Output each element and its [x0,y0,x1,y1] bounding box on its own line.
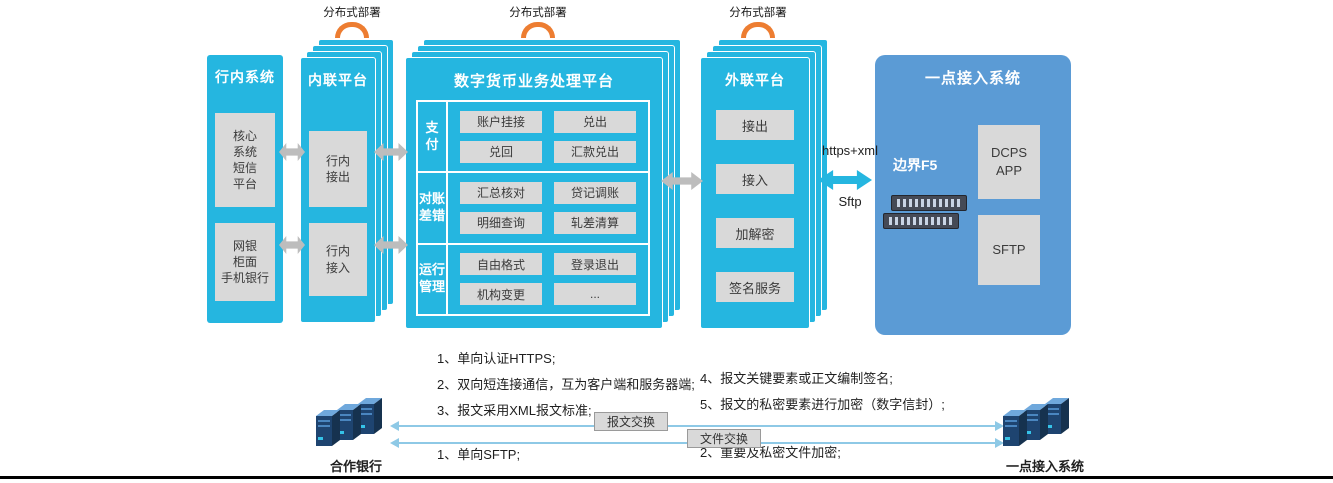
payment-section: 支 付 账户挂接 兑出 兑回 汇款兑出 [418,102,648,174]
feature-button: ... [554,283,636,306]
dcp-platform-title: 数字货币业务处理平台 [453,73,614,90]
message-exchange-arrow [390,421,1004,431]
bank-system-panel: 行内系统 核心 系统 短信 平台 网银 柜面 手机银行 [207,55,283,323]
https-xml-label: https+xml [822,143,878,158]
access-system-title: 一点接入系统 [924,70,1021,87]
deploy-group-internal: 分布式部署 [317,4,387,38]
operation-section: 运行 管理 自由格式 登录退出 机构变更 ... [418,244,648,314]
https-sftp-arrow [818,170,872,190]
deploy-handle-icon [335,22,369,38]
bottom-divider [0,476,1333,479]
internal-platform-panel: 内联平台 行内 接出 行内 接入 [300,39,394,323]
bank-system-title: 行内系统 [215,69,275,85]
feature-button: 汇款兑出 [554,140,636,163]
flow-arrow [661,172,703,190]
payment-section-label: 支 付 [418,102,448,172]
server-cluster-icon [316,398,394,459]
feature-button: 机构变更 [460,283,542,306]
deploy-label: 分布式部署 [729,7,787,19]
dcp-platform-panel: 数字货币业务处理平台 支 付 账户挂接 兑出 兑回 汇款兑出 对账 差错 汇总核… [405,39,681,329]
feature-button: 贷记调账 [554,181,636,204]
notes-left: 1、单向认证HTTPS; 2、双向短连接通信，互为客户端和服务器端; 3、报文采… [437,346,695,424]
flow-arrow [279,236,305,254]
message-exchange-label: 报文交换 [594,412,668,431]
sftp-label: Sftp [838,194,862,209]
feature-button: 兑回 [460,140,542,163]
core-system-box: 核心 系统 短信 平台 [215,113,275,207]
deploy-handle-icon [741,22,775,38]
note-line: 2、双向短连接通信，互为客户端和服务器端; [437,377,695,392]
dcp-sections: 支 付 账户挂接 兑出 兑回 汇款兑出 对账 差错 汇总核对 贷记调账 明细查询… [416,100,650,316]
reconciliation-section-label: 对账 差错 [418,173,448,243]
file-exchange-label: 文件交换 [687,429,761,448]
internal-out-box: 行内 接出 [309,131,367,207]
server-cluster-icon [1003,398,1081,459]
external-function-button: 接入 [716,164,794,194]
note-file-encrypt: 2、重要及私密文件加密; [700,445,841,460]
feature-button: 自由格式 [460,253,542,276]
note-line: 3、报文采用XML报文标准; [437,403,592,418]
access-system-panel: 一点接入系统 边界F5 DCPS APP SFTP [875,55,1071,335]
external-function-button: 加解密 [716,218,794,248]
external-platform-title: 外联平台 [725,72,785,88]
flow-arrow [374,236,408,254]
note-line: 5、报文的私密要素进行加密（数字信封）; [700,397,945,412]
reconciliation-section: 对账 差错 汇总核对 贷记调账 明细查询 轧差清算 [418,173,648,245]
note-line: 4、报文关键要素或正文编制签名; [700,371,893,386]
operation-section-label: 运行 管理 [418,244,448,314]
channel-system-box: 网银 柜面 手机银行 [215,223,275,301]
external-function-button: 签名服务 [716,272,794,302]
deploy-label: 分布式部署 [323,7,381,19]
dcps-app-box: DCPS APP [978,125,1040,199]
internal-platform-title: 内联平台 [308,72,368,88]
feature-button: 登录退出 [554,253,636,276]
feature-button: 账户挂接 [460,110,542,133]
deploy-group-external: 分布式部署 [723,4,793,38]
deploy-label: 分布式部署 [509,7,567,19]
sftp-box: SFTP [978,215,1040,285]
external-platform-panel: 外联平台 接出 接入 加解密 签名服务 [700,39,828,329]
note-sftp: 1、单向SFTP; [437,447,521,462]
internal-in-box: 行内 接入 [309,223,367,296]
border-f5-label: 边界F5 [893,157,938,173]
f5-device-icon [883,193,969,237]
flow-arrow [374,143,408,161]
feature-button: 兑出 [554,110,636,133]
flow-arrow [279,143,305,161]
deploy-handle-icon [521,22,555,38]
feature-button: 明细查询 [460,211,542,234]
external-function-button: 接出 [716,110,794,140]
access-system-entity-label: 一点接入系统 [1005,459,1084,474]
deploy-group-dcp: 分布式部署 [503,4,573,38]
cooperative-bank-label: 合作银行 [329,459,382,474]
feature-button: 汇总核对 [460,181,542,204]
note-line: 1、单向认证HTTPS; [437,351,556,366]
feature-button: 轧差清算 [554,211,636,234]
notes-right: 4、报文关键要素或正文编制签名; 5、报文的私密要素进行加密（数字信封）; [700,366,945,418]
